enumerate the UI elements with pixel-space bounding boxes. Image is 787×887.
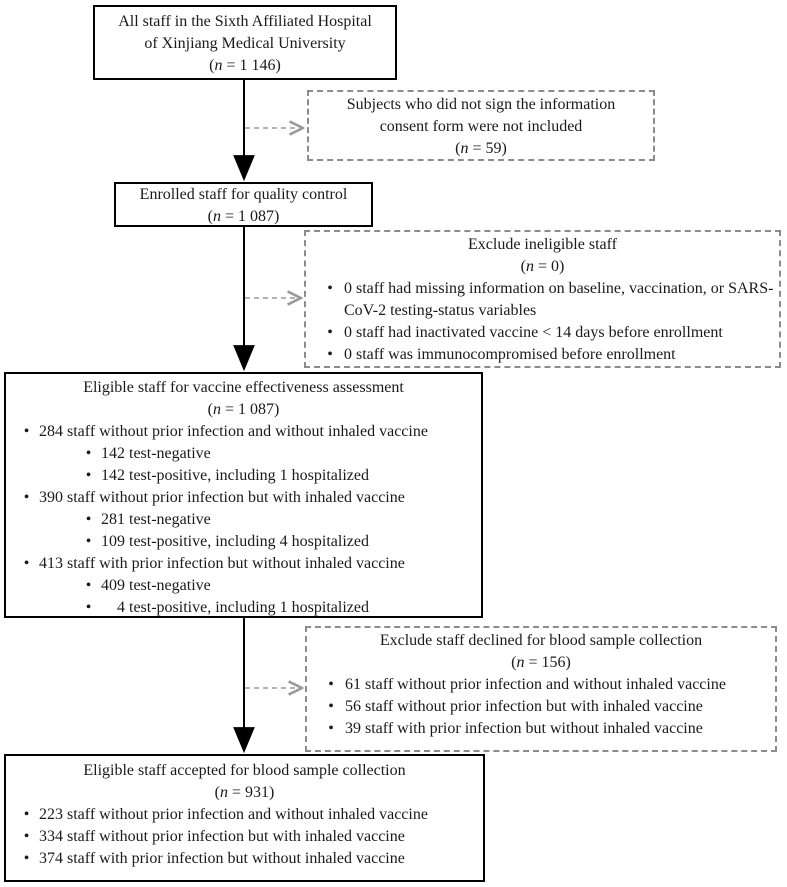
list-item: • 142 test-negative	[6, 443, 481, 465]
list-item-text: 374 staff with prior infection but witho…	[39, 850, 405, 867]
list-item: • 413 staff with prior infection but with…	[6, 553, 481, 575]
list-item-text: 281 test-negative	[101, 511, 211, 528]
list-item: • 39 staff with prior infection but witho…	[307, 718, 775, 740]
list-item: • 334 staff without prior infection but w…	[6, 826, 483, 848]
bullet-icon: •	[327, 280, 333, 297]
list-item: • 61 staff without prior infection and wi…	[307, 674, 775, 696]
n-value: 156	[541, 654, 566, 671]
list-item-text: 390 staff without prior infection but wi…	[39, 489, 405, 506]
bullet-icon: •	[85, 511, 92, 528]
list-item: • 374 staff with prior infection but with…	[6, 848, 483, 870]
box-title-line2: of Xinjiang Medical University	[144, 35, 346, 52]
n-count: (n = 1 087)	[207, 208, 280, 225]
box-title-line2: consent form were not included	[379, 118, 583, 135]
box-title-line1: All staff in the Sixth Affiliated Hospit…	[118, 13, 372, 30]
bullet-icon: •	[328, 720, 334, 737]
box-exclude-declined: Exclude staff declined for blood sample …	[305, 626, 777, 752]
n-value: 931	[245, 784, 270, 801]
bullet-icon: •	[85, 445, 92, 462]
box-title: Eligible staff for vaccine effectiveness…	[83, 379, 404, 396]
bullet-icon: •	[327, 346, 333, 363]
bullet-icon: •	[23, 423, 30, 440]
list-item-text: 56 staff without prior infection but wit…	[345, 698, 703, 715]
box-title: Exclude staff declined for blood sample …	[379, 632, 703, 649]
list-item-text: 334 staff without prior infection but wi…	[39, 828, 405, 845]
list-item: • 109 test-positive, including 4 hospital…	[6, 531, 481, 553]
bullet-icon: •	[23, 555, 30, 572]
bullet-icon: •	[327, 324, 333, 341]
list-item: • 4 test-positive, including 1 hospitali…	[6, 597, 481, 619]
list-item-text: 109 test-positive, including 4 hospitali…	[101, 533, 369, 550]
bullet-icon: •	[23, 489, 30, 506]
list-item-text: 61 staff without prior infection and wit…	[345, 676, 726, 693]
list-item-text: 39 staff with prior infection but withou…	[345, 720, 703, 737]
list-item-text: 142 test-negative	[101, 445, 211, 462]
list-item-text: 223 staff without prior infection and wi…	[39, 806, 428, 823]
list-item: • 284 staff without prior infection and w…	[6, 421, 481, 443]
list-item: • 281 test-negative	[6, 509, 481, 531]
box-title: Eligible staff accepted for blood sample…	[83, 762, 406, 779]
box-enrolled: Enrolled staff for quality control (n = …	[114, 182, 373, 227]
bullet-icon: •	[23, 828, 30, 845]
bullet-icon: •	[85, 467, 92, 484]
box-exclude-ineligible: Exclude ineligible staff (n = 0) • 0 staf…	[304, 230, 781, 368]
list-item: • 409 test-negative	[6, 575, 481, 597]
box-consent-excluded: Subjects who did not sign the informatio…	[307, 90, 655, 161]
box-title-line1: Subjects who did not sign the informatio…	[346, 96, 616, 113]
list-item-text: 142 test-positive, including 1 hospitali…	[101, 467, 369, 484]
bullet-icon: •	[85, 577, 92, 594]
n-count: (n = 59)	[455, 140, 507, 157]
n-value: 59	[485, 140, 502, 157]
list-item: • 56 staff without prior infection but wi…	[307, 696, 775, 718]
list-item: • 223 staff without prior infection and w…	[6, 804, 483, 826]
list-item: • 142 test-positive, including 1 hospital…	[6, 465, 481, 487]
list-item-text: 409 test-negative	[101, 577, 211, 594]
n-value: 0	[551, 258, 560, 275]
bullet-icon: •	[23, 806, 30, 823]
box-accepted: Eligible staff accepted for blood sample…	[4, 754, 485, 882]
list-item: • 0 staff had inactivated vaccine < 14 da…	[306, 322, 779, 344]
list-item-text: 0 staff was immunocompromised before enr…	[344, 346, 676, 363]
list-item-text: 413 staff with prior infection but witho…	[39, 555, 405, 572]
list-item-text: 0 staff had missing information on basel…	[344, 280, 774, 319]
box-all-staff: All staff in the Sixth Affiliated Hospit…	[93, 5, 397, 80]
bullet-icon: •	[328, 676, 334, 693]
list-item-text: 0 staff had inactivated vaccine < 14 day…	[344, 324, 723, 341]
list-item-text: 4 test-positive, including 1 hospitalize…	[101, 599, 369, 616]
n-value: 1 087	[238, 208, 275, 225]
box-eligible-assessment: Eligible staff for vaccine effectiveness…	[4, 372, 483, 618]
n-count: (n = 1 146)	[209, 57, 281, 74]
n-count: (n = 931)	[214, 784, 275, 801]
bullet-icon: •	[23, 850, 30, 867]
n-count: (n = 1 087)	[207, 401, 280, 418]
box-title: Enrolled staff for quality control	[139, 186, 348, 203]
bullet-icon: •	[85, 599, 92, 616]
list-item: • 0 staff had missing information on base…	[306, 278, 779, 322]
n-value: 1 087	[238, 401, 275, 418]
list-item-text: 284 staff without prior infection and wi…	[39, 423, 428, 440]
list-item: • 0 staff was immunocompromised before en…	[306, 344, 779, 366]
n-count: (n = 0)	[520, 258, 565, 275]
box-title: Exclude ineligible staff	[468, 236, 617, 253]
n-count: (n = 156)	[511, 654, 571, 671]
bullet-icon: •	[85, 533, 92, 550]
list-item: • 390 staff without prior infection but w…	[6, 487, 481, 509]
bullet-icon: •	[328, 698, 334, 715]
n-value: 1 146	[239, 57, 276, 74]
